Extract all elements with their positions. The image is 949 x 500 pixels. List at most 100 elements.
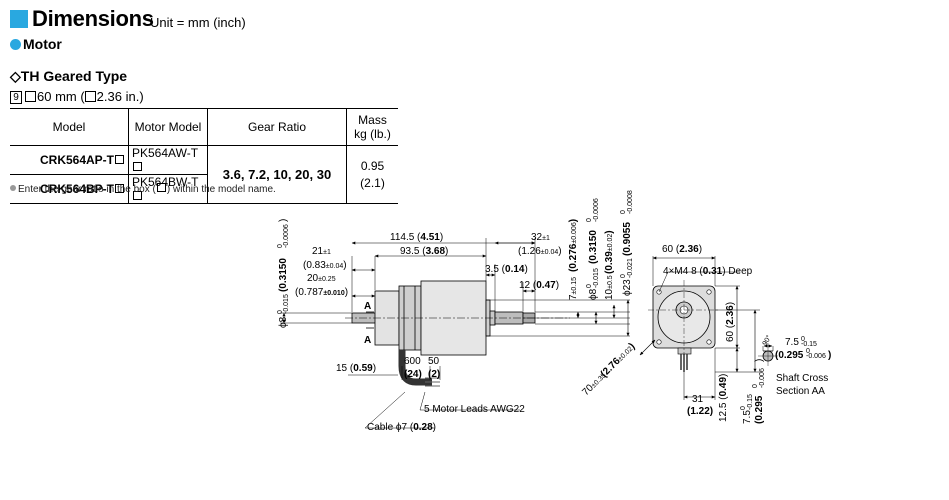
svg-text:-0.0006: -0.0006 bbox=[283, 224, 290, 248]
front-view bbox=[648, 280, 720, 372]
motor-cell: PK564BW-T bbox=[128, 174, 208, 204]
frame-size-in: 2.36 in.) bbox=[96, 89, 144, 104]
dim-114-5-label: 114.5 (4.51) bbox=[390, 232, 443, 243]
svg-text:(0.295: (0.295 bbox=[754, 395, 765, 424]
section-label-2: Section AA bbox=[776, 386, 825, 397]
section-7-5-label: 7.5 bbox=[785, 337, 799, 348]
svg-text:0: 0 bbox=[586, 218, 593, 222]
dim-50-label: 50 bbox=[428, 356, 440, 367]
square-icon bbox=[25, 91, 36, 102]
side-view bbox=[345, 280, 570, 387]
section-bullet-icon bbox=[10, 39, 21, 50]
dim-7-vertical: 7±0.15 (0.276±0.006) bbox=[568, 219, 579, 300]
dim-23-vertical: ϕ23 0 -0.021 (0.9055 0 -0.0008 bbox=[620, 190, 634, 296]
svg-text:(0.276±0.006): (0.276±0.006) bbox=[568, 219, 579, 272]
svg-text:12.5 (0.49): 12.5 (0.49) bbox=[718, 374, 729, 422]
dim-24-label: (24) bbox=[404, 369, 422, 380]
svg-text:0: 0 bbox=[620, 274, 627, 278]
svg-text:-0.006: -0.006 bbox=[806, 353, 826, 360]
note-bullet-icon bbox=[10, 185, 16, 191]
front-60-vertical: 60 (2.36) bbox=[725, 302, 736, 342]
svg-text:90°: 90° bbox=[761, 334, 773, 347]
cable-label: Cable ϕ7 (0.28) bbox=[367, 422, 436, 433]
frame-size: 60 mm ( bbox=[37, 89, 85, 104]
section-in-label: (0.295 bbox=[775, 350, 804, 361]
svg-text:0: 0 bbox=[740, 406, 747, 410]
svg-text:0: 0 bbox=[752, 384, 759, 388]
svg-text:(0.39±0.02): (0.39±0.02) bbox=[604, 230, 615, 274]
svg-text:-0.015: -0.015 bbox=[593, 268, 600, 288]
dim-32-label: 32±1 bbox=[531, 232, 550, 243]
front-60-label: 60 (2.36) bbox=[662, 244, 702, 255]
square-icon bbox=[133, 162, 142, 171]
svg-text:): ) bbox=[828, 350, 831, 361]
svg-text:): ) bbox=[278, 219, 289, 222]
dim-31-in-label: (1.22) bbox=[687, 406, 713, 417]
model-cell: CRK564BP-T bbox=[10, 174, 129, 204]
square-icon bbox=[115, 184, 124, 193]
svg-text:(0.3150: (0.3150 bbox=[588, 230, 599, 264]
gear-ratio-cell: 3.6, 7.2, 10, 20, 30 bbox=[207, 145, 347, 204]
svg-text:0: 0 bbox=[801, 336, 805, 343]
svg-text:-0.15: -0.15 bbox=[747, 394, 754, 410]
dim-20-in-label: (0.787±0.010) bbox=[295, 287, 348, 298]
svg-text:60 (2.36): 60 (2.36) bbox=[725, 302, 736, 342]
svg-text:(0.9055: (0.9055 bbox=[622, 222, 633, 256]
table-row: CRK564AP-T PK564AW-T 3.6, 7.2, 10, 20, 3… bbox=[10, 145, 398, 204]
dim-12-5-vertical: 12.5 (0.49) bbox=[718, 374, 729, 422]
svg-text:0: 0 bbox=[277, 244, 284, 248]
square-icon bbox=[84, 91, 96, 102]
dim-21-label: 21±1 bbox=[312, 246, 331, 257]
svg-text:ϕ8: ϕ8 bbox=[588, 288, 599, 300]
frame-number: 9 bbox=[10, 91, 22, 104]
dim-12-label: 12 (0.47) bbox=[519, 280, 559, 291]
dim-31-label: 31 bbox=[692, 394, 704, 405]
col-model: Model bbox=[10, 108, 129, 146]
section-title: Motor bbox=[23, 36, 62, 52]
svg-text:10±0.5: 10±0.5 bbox=[604, 275, 615, 300]
square-icon bbox=[156, 183, 166, 192]
frame-size-line: 9 60 mm ( 2.36 in.) bbox=[10, 89, 144, 104]
holes-label: 4×M4 8 (0.31) Deep bbox=[663, 266, 753, 277]
dim-93-5-label: 93.5 (3.68) bbox=[400, 246, 448, 257]
section-label-1: Shaft Cross bbox=[776, 373, 828, 384]
motor-leads-label: 5 Motor Leads AWG22 bbox=[424, 404, 525, 415]
svg-text:0: 0 bbox=[586, 284, 593, 288]
svg-text:-0.015: -0.015 bbox=[283, 294, 290, 314]
mass-cell: 0.95(2.1) bbox=[346, 145, 398, 204]
svg-text:0: 0 bbox=[620, 210, 627, 214]
square-icon bbox=[115, 155, 124, 164]
dim-32-in-label: (1.26±0.04) bbox=[518, 246, 562, 257]
svg-text:7.5: 7.5 bbox=[742, 410, 753, 424]
col-mass-unit: kg (lb.) bbox=[354, 127, 391, 141]
svg-text:7±0.15: 7±0.15 bbox=[568, 277, 579, 300]
dim-7-5-vertical: 7.5 0 -0.15 bbox=[740, 394, 754, 424]
page-title: Dimensions bbox=[32, 6, 154, 31]
dim-3-5-label: 3.5 (0.14) bbox=[485, 264, 528, 275]
square-icon bbox=[133, 191, 142, 200]
dim-2-label: (2) bbox=[428, 369, 440, 380]
col-gear-ratio: Gear Ratio bbox=[207, 108, 347, 146]
shaft-cross-section bbox=[758, 343, 778, 366]
dim-20-label: 20±0.25 bbox=[307, 273, 336, 284]
dim-10-vertical: 10±0.5 (0.39±0.02) bbox=[604, 230, 615, 300]
diag-70-label: 70±0.35 (2.76±0.02) bbox=[580, 341, 637, 398]
dim-15-label: 15 (0.59) bbox=[336, 363, 376, 374]
table-row: CRK564BP-T PK564BW-T bbox=[10, 174, 398, 204]
svg-text:(0.3150: (0.3150 bbox=[278, 258, 289, 292]
svg-text:ϕ23: ϕ23 bbox=[622, 279, 633, 296]
section-a-top: A bbox=[364, 301, 371, 312]
dim-600-label: 600 bbox=[404, 356, 421, 367]
title-square-icon bbox=[10, 10, 28, 28]
svg-text:ϕ8: ϕ8 bbox=[278, 316, 289, 328]
col-mass-label: Mass bbox=[358, 113, 387, 127]
dim-7-5-in-vertical: (0.295 0 -0.006 ) bbox=[752, 359, 766, 424]
svg-text:-0.15: -0.15 bbox=[801, 341, 817, 348]
note: Enter the gear ratio in the box () withi… bbox=[10, 183, 276, 195]
svg-text:-0.006: -0.006 bbox=[759, 368, 766, 388]
dim-8-vertical: ϕ8 0 -0.015 (0.3150 0 -0.0006 bbox=[586, 198, 600, 300]
svg-text:): ) bbox=[754, 359, 765, 362]
dim-21-in-label: (0.83±0.04) bbox=[303, 260, 347, 271]
